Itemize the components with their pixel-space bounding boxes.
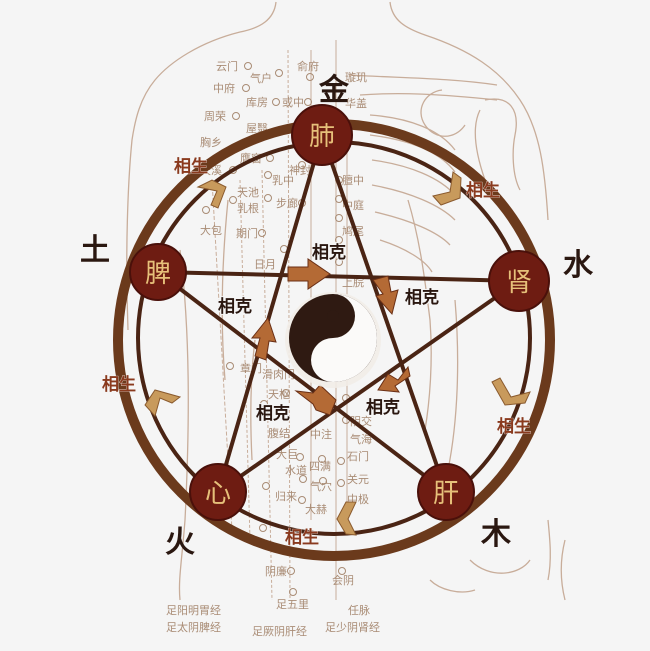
node-heart: 心 [189, 463, 247, 521]
ke-arrow-spleen-to-kidney [287, 258, 331, 290]
acupoint-zhongzhu: 中注 [310, 427, 332, 441]
acupoint-rugen: 乳根 [237, 201, 259, 215]
taiji-yin-yang-icon [285, 292, 381, 388]
acupoint-tianshu: 天枢 [268, 387, 290, 401]
acupoint-shufu: 俞府 [297, 59, 319, 73]
ke-arrow-lung-to-liver [372, 275, 399, 316]
sheng-arrow-earth-to-metal [196, 179, 227, 209]
acupoint-zhourong: 周荣 [204, 110, 226, 123]
organ-liver-label: 肝 [433, 479, 459, 509]
acupoint-guanyuan: 关元 [347, 472, 369, 486]
acupoint-danzhong: 膻中 [342, 173, 364, 187]
sheng-label-wood-fire: 相生 [285, 527, 319, 548]
acupoint-dabao: 大包 [200, 223, 222, 237]
organ-kidney-label: 肾 [506, 268, 532, 298]
acupoint-kufang: 库房 [246, 96, 268, 109]
ke-label-liver-spleen: 相克 [256, 403, 290, 424]
acupoint-bulang: 步廊 [276, 196, 298, 210]
element-fire: 火 [165, 525, 195, 560]
ke-label-lung-liver: 相克 [405, 287, 439, 308]
meridian-foot-taiyin-spleen: 足太阴脾经 [166, 620, 221, 634]
organ-heart-label: 心 [205, 479, 231, 509]
acupoint-yinlian: 阴廉 [265, 564, 287, 578]
element-earth: 土 [80, 233, 110, 268]
acupoint-tianchi: 天池 [237, 186, 259, 199]
ke-arrow-kidney-to-heart [377, 365, 411, 393]
acupoint-shenfeng: 神封 [289, 163, 311, 177]
acupoint-qihai: 气海 [350, 432, 372, 446]
acupoint-xiongxiang: 胸乡 [200, 135, 222, 149]
node-spleen: 脾 [129, 243, 187, 301]
node-kidney: 肾 [488, 250, 550, 312]
acupoint-qihu: 气户 [250, 71, 272, 85]
sheng-label-fire-earth: 相生 [102, 374, 136, 395]
ke-label-kidney-heart: 相克 [366, 397, 400, 418]
sheng-arrow-water-to-wood [491, 377, 531, 406]
ke-arrow-heart-to-lung [250, 316, 277, 361]
acupoint-daju: 大巨 [276, 447, 298, 461]
acupoint-siman: 四满 [309, 460, 331, 473]
ke-arrows [250, 258, 411, 416]
acupoint-yuzhong: 或中 [282, 96, 304, 109]
acupoint-yunmen: 云门 [216, 59, 238, 73]
ke-cycle-star [156, 134, 521, 494]
acupoint-qimen: 期门 [236, 226, 258, 240]
acupoint-shimen: 石门 [347, 449, 369, 463]
acupoint-riyue: 日月 [254, 258, 276, 271]
element-metal: 金 [318, 73, 350, 108]
element-water: 水 [563, 248, 594, 283]
node-liver: 肝 [417, 463, 475, 521]
acupoint-shuidao: 水道 [285, 463, 307, 477]
ke-label-heart-lung: 相克 [218, 296, 252, 317]
acupoint-huiyin: 会阴 [332, 574, 354, 587]
acupoint-zhongfu: 中府 [213, 81, 235, 95]
sheng-arrow-metal-to-water [432, 171, 462, 206]
sheng-label-metal-water: 相生 [466, 180, 500, 201]
sheng-arrow-fire-to-earth [144, 389, 182, 418]
meridian-foot-yangming-stomach: 足阳明胃经 [166, 604, 221, 617]
acupoint-fujie: 腹结 [268, 426, 290, 440]
organ-lung-label: 肺 [309, 122, 335, 152]
acupoint-ruzhong: 乳中 [272, 174, 294, 187]
ke-label-spleen-kidney: 相克 [312, 242, 346, 263]
sheng-label-water-wood: 相生 [497, 416, 531, 437]
meridian-foot-jueyin-liver: 足厥阴肝经 [252, 625, 307, 638]
sheng-label-earth-metal: 相生 [174, 156, 208, 177]
meridian-ren: 任脉 [348, 603, 370, 617]
organ-spleen-label: 脾 [145, 259, 171, 289]
sheng-arrow-wood-to-fire [336, 501, 357, 536]
acupoint-guilai: 归来 [275, 489, 297, 503]
acupoint-huagai: 华盖 [345, 96, 367, 110]
sheng-arrows [144, 171, 531, 536]
acupoint-qixue: 气穴 [310, 479, 332, 493]
acupoint-dahe: 大赫 [305, 502, 327, 516]
acupoint-xuanji: 璇玑 [345, 71, 367, 84]
ke-arrow-liver-to-spleen [294, 384, 337, 416]
meridian-foot-shaoyin-kidney: 足少阴肾经 [325, 621, 380, 634]
node-lung: 肺 [291, 104, 353, 166]
element-wood: 木 [480, 517, 511, 552]
acupoint-zuwuli: 足五里 [276, 598, 309, 611]
